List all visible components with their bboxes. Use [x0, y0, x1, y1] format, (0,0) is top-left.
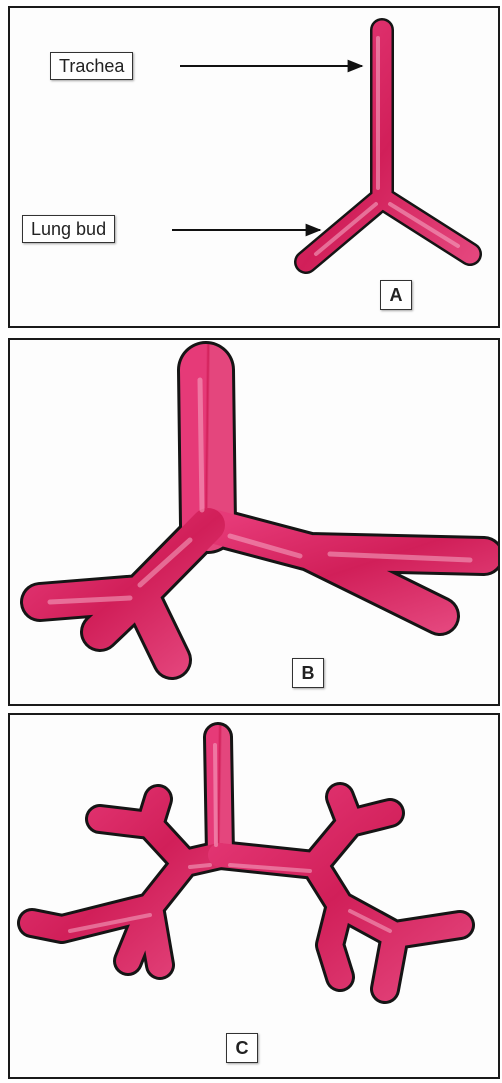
branching-bronchial-tree-drawing — [10, 715, 500, 1079]
lung-bud-label: Lung bud — [22, 215, 115, 243]
primary-bronchi-stage-drawing — [10, 340, 500, 706]
panel-b: B — [8, 338, 500, 706]
trachea-label: Trachea — [50, 52, 133, 80]
panel-c-letter: C — [226, 1033, 258, 1063]
panel-c: C — [8, 713, 500, 1079]
panel-a-letter: A — [380, 280, 412, 310]
panel-b-letter: B — [292, 658, 324, 688]
panel-a: Trachea Lung bud A — [8, 6, 500, 328]
